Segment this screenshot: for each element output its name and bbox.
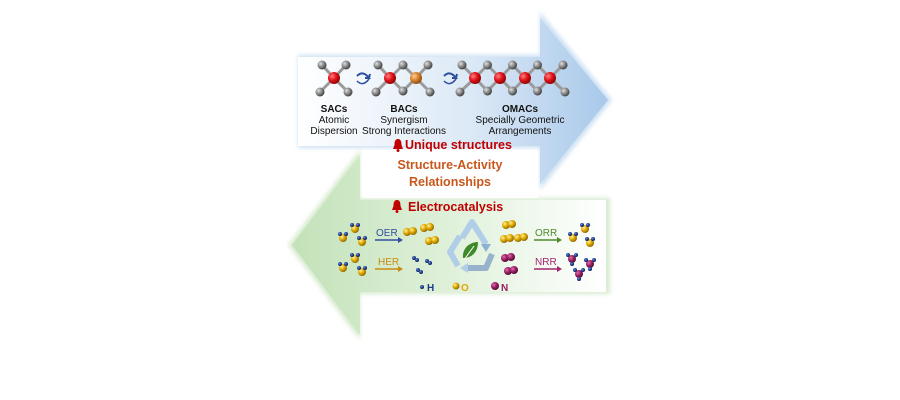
- stage-desc-sacs-2: Dispersion: [310, 126, 357, 137]
- hydrogen-molecule: [416, 268, 423, 274]
- ligand-atom: [483, 60, 492, 70]
- ligand-atom: [533, 86, 542, 96]
- reaction-label-nrr: NRR: [535, 257, 557, 268]
- nitrogen-molecule: [504, 266, 518, 275]
- water-molecule: [580, 223, 590, 233]
- metal-atom: [494, 72, 506, 84]
- stage-desc-bacs-1: Synergism: [380, 115, 427, 126]
- omac-structure: [455, 60, 570, 97]
- sac-structure: [315, 60, 353, 97]
- water-molecule: [357, 266, 367, 276]
- stage-desc-omacs-2: Arrangements: [489, 126, 552, 137]
- legend-label-o: O: [461, 283, 469, 294]
- hydrogen-molecule: [425, 259, 432, 265]
- ligand-atom: [315, 87, 325, 97]
- water-molecule: [568, 232, 578, 242]
- bell-icon: [393, 139, 403, 152]
- ligand-atom: [533, 60, 542, 70]
- bell-icon: [392, 200, 402, 213]
- oxygen-molecule: [514, 233, 528, 242]
- ligand-atom: [508, 60, 517, 70]
- electrocatalysis-heading: Electrocatalysis: [408, 200, 503, 214]
- center-title-line1: Structure-Activity: [398, 158, 503, 172]
- reaction-arrow-oer: [375, 237, 403, 243]
- oxygen-molecule: [420, 223, 434, 232]
- legend-swatch-n: [491, 282, 499, 290]
- ligand-atom: [373, 60, 383, 70]
- stage-desc-bacs-2: Strong Interactions: [362, 126, 446, 137]
- legend-swatch-o: [452, 282, 460, 290]
- ligand-atom: [425, 87, 435, 97]
- reaction-arrow-nrr: [534, 266, 562, 272]
- metal-atom: [384, 72, 396, 84]
- oxygen-molecule: [502, 220, 516, 229]
- ligand-atom: [317, 60, 327, 70]
- reaction-label-orr: ORR: [535, 228, 557, 239]
- metal-atom: [328, 72, 340, 84]
- transition-arrow-sac-bac: [356, 72, 372, 85]
- nitrogen-molecule: [501, 253, 515, 262]
- water-molecule: [350, 223, 360, 233]
- water-molecule: [338, 232, 348, 242]
- bac-structure: [371, 60, 435, 97]
- green-arrow: [288, 150, 610, 340]
- ammonia-molecule: [573, 268, 585, 281]
- unique-structures-heading: Unique structures: [405, 138, 512, 152]
- ammonia-molecule: [566, 253, 578, 266]
- ligand-atom: [560, 87, 570, 97]
- reaction-label-her: HER: [378, 257, 399, 268]
- ligand-atom: [508, 86, 517, 96]
- stage-desc-sacs-1: Atomic: [319, 115, 350, 126]
- metal-atom: [469, 72, 481, 84]
- water-molecule: [350, 253, 360, 263]
- oxygen-molecule: [403, 227, 417, 236]
- molecule-structures: [315, 60, 570, 97]
- ligand-atom: [483, 86, 492, 96]
- ligand-atom: [423, 60, 433, 70]
- oxygen-molecule: [500, 234, 514, 243]
- transition-arrow-bac-omac: [443, 72, 459, 85]
- ligand-atom: [398, 60, 408, 70]
- water-molecule: [585, 237, 595, 247]
- legend-label-h: H: [427, 283, 434, 294]
- ligand-atom: [457, 60, 467, 70]
- stage-label-omacs: OMACs: [502, 104, 539, 115]
- legend: H O N: [420, 282, 508, 294]
- leaf-icon: [462, 242, 478, 261]
- ligand-atom: [371, 87, 381, 97]
- ligand-atom: [341, 60, 351, 70]
- water-molecule: [338, 262, 348, 272]
- oxygen-molecule: [425, 236, 439, 245]
- reaction-arrow-her: [375, 266, 403, 272]
- ligand-atom: [343, 87, 353, 97]
- center-title-line2: Relationships: [409, 175, 491, 189]
- metal-atom: [544, 72, 556, 84]
- stage-label-bacs: BACs: [390, 104, 418, 115]
- hydrogen-molecule: [412, 256, 419, 262]
- recycle-icon: [447, 219, 495, 273]
- ligand-atom: [398, 86, 408, 96]
- reaction-label-oer: OER: [376, 228, 398, 239]
- stage-label-sacs: SACs: [321, 104, 348, 115]
- stage-desc-omacs-1: Specially Geometric: [476, 115, 565, 126]
- center-box: [362, 150, 538, 198]
- metal-atom: [519, 72, 531, 84]
- ligand-atom: [455, 87, 465, 97]
- ligand-atom: [558, 60, 568, 70]
- metal-atom: [410, 72, 422, 84]
- reaction-molecules: [338, 220, 596, 281]
- legend-label-n: N: [501, 283, 508, 294]
- legend-swatch-h: [420, 285, 424, 289]
- ammonia-molecule: [584, 258, 596, 271]
- blue-arrow: [298, 12, 612, 190]
- reaction-arrow-orr: [534, 237, 562, 243]
- water-molecule: [357, 236, 367, 246]
